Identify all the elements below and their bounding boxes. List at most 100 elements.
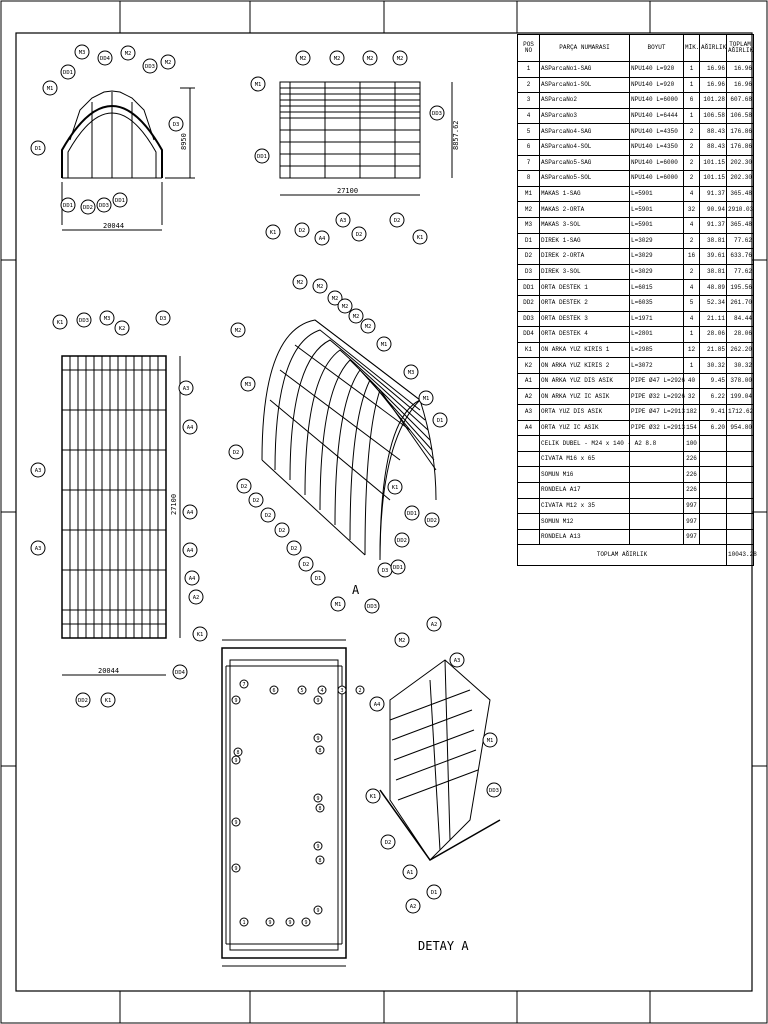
- callout-label: 8: [318, 806, 321, 812]
- callout-label: K1: [417, 235, 424, 241]
- callout-label: K1: [105, 698, 112, 704]
- bom-total-label: TOPLAM AĞIRLIK: [517, 544, 727, 567]
- bom-cell: A1: [517, 372, 540, 390]
- bom-header-cell: PARÇA NUMARASI: [539, 34, 630, 62]
- callout-label: A1: [407, 870, 414, 876]
- bom-cell: 48.89: [699, 279, 727, 296]
- callout-balloon: 1: [239, 917, 249, 927]
- callout-label: 9: [268, 920, 271, 926]
- bom-cell: L=6015: [629, 279, 684, 296]
- bom-total-row: TOPLAM AĞIRLIK 10043.28: [517, 544, 757, 567]
- bom-cell: 2: [517, 76, 540, 94]
- bom-cell: [517, 450, 540, 468]
- callout-balloon: A4: [182, 542, 198, 558]
- bom-cell: 52.34: [699, 294, 727, 312]
- bom-cell: NPU140 L=6444: [629, 107, 684, 125]
- callout-balloon: 8: [233, 747, 243, 757]
- callout-label: M2: [397, 56, 404, 62]
- callout-balloon: 9: [313, 695, 323, 705]
- detail-a-title: DETAY A: [418, 939, 469, 953]
- bom-cell: 91.37: [699, 216, 727, 234]
- callout-balloon: DD2: [75, 692, 91, 708]
- bom-cell: PIPE Ø47 L=2926: [629, 372, 685, 390]
- bom-cell: 199.04: [726, 388, 754, 406]
- bom-cell: 16.96: [726, 76, 754, 94]
- callout-label: M1: [487, 738, 494, 744]
- bom-cell: 176.86: [726, 138, 754, 156]
- callout-balloon: D2: [248, 492, 264, 508]
- bom-cell: 100: [683, 435, 700, 452]
- bom-cell: L=3072: [629, 357, 684, 374]
- bom-cell: [517, 466, 540, 484]
- bom-cell: ORTA DESTEK 2: [539, 294, 630, 312]
- bom-cell: 38.81: [699, 232, 727, 250]
- bom-cell: L=5901: [629, 201, 684, 218]
- bom-cell: [517, 482, 540, 499]
- callout-label: A4: [374, 702, 381, 708]
- bom-cell: ON ARKA YUZ IC ASIK: [539, 388, 630, 406]
- callout-balloon: A4: [182, 504, 198, 520]
- callout-balloon: D3: [168, 116, 184, 132]
- callout-balloon: M1: [418, 390, 434, 406]
- side-view: [279, 81, 453, 196]
- bom-header-cell: AĞIRLIK: [699, 34, 727, 62]
- callout-label: D3: [382, 568, 389, 574]
- callout-balloon: 8: [315, 745, 325, 755]
- callout-balloon: 9: [313, 841, 323, 851]
- bom-cell: DD2: [517, 294, 540, 312]
- callout-label: DD1: [407, 511, 417, 517]
- callout-balloon: M2: [295, 50, 311, 66]
- callout-balloon: 8: [315, 803, 325, 813]
- callout-label: M1: [423, 396, 430, 402]
- bom-cell: NPU140 L=4350: [629, 123, 684, 140]
- bom-cell: [629, 528, 684, 546]
- bom-cell: 2910.03: [726, 201, 754, 218]
- callout-label: A4: [187, 425, 194, 431]
- bom-cell: ON ARKA YUZ DIS ASIK: [539, 372, 630, 390]
- bom-cell: 226: [683, 466, 700, 484]
- bom-cell: ASParcaNo1-SOL: [539, 76, 630, 94]
- bom-cell: 101.15: [699, 154, 727, 172]
- callout-balloon: A3: [30, 540, 46, 556]
- callout-balloon: K1: [52, 314, 68, 330]
- callout-label: 9: [234, 758, 237, 764]
- bom-cell: 607.68: [726, 92, 754, 109]
- callout-balloon: K2: [114, 320, 130, 336]
- bom-cell: 4: [683, 185, 700, 203]
- callout-balloon: K1: [192, 626, 208, 642]
- bom-header-cell: BOYUT: [629, 34, 684, 62]
- bom-cell: 21.11: [699, 310, 727, 328]
- callout-label: M2: [332, 296, 339, 302]
- bom-cell: PIPE Ø32 L=2913: [629, 419, 685, 437]
- bom-cell: 1712.62: [726, 404, 754, 421]
- bom-cell: D1: [517, 232, 540, 250]
- bom-cell: 5: [517, 123, 540, 140]
- callout-balloon: 3: [337, 685, 347, 695]
- callout-label: DD3: [432, 111, 442, 117]
- bom-cell: D3: [517, 263, 540, 281]
- callout-balloon: D3: [377, 562, 393, 578]
- callout-label: A3: [35, 468, 42, 474]
- callout-balloon: A2: [426, 616, 442, 632]
- bom-cell: 38.81: [699, 263, 727, 281]
- bom-cell: DIREK 1-SAG: [539, 232, 630, 250]
- callout-label: A4: [187, 510, 194, 516]
- callout-label: D3: [160, 316, 167, 322]
- callout-balloon: A4: [182, 419, 198, 435]
- side-height-dim: 8857.62: [452, 120, 460, 150]
- callout-label: K1: [270, 230, 277, 236]
- bom-cell: NPU140 L=920: [629, 76, 684, 94]
- callout-label: M2: [125, 51, 132, 57]
- bom-cell: 1: [683, 61, 700, 78]
- callout-balloon: 8: [315, 855, 325, 865]
